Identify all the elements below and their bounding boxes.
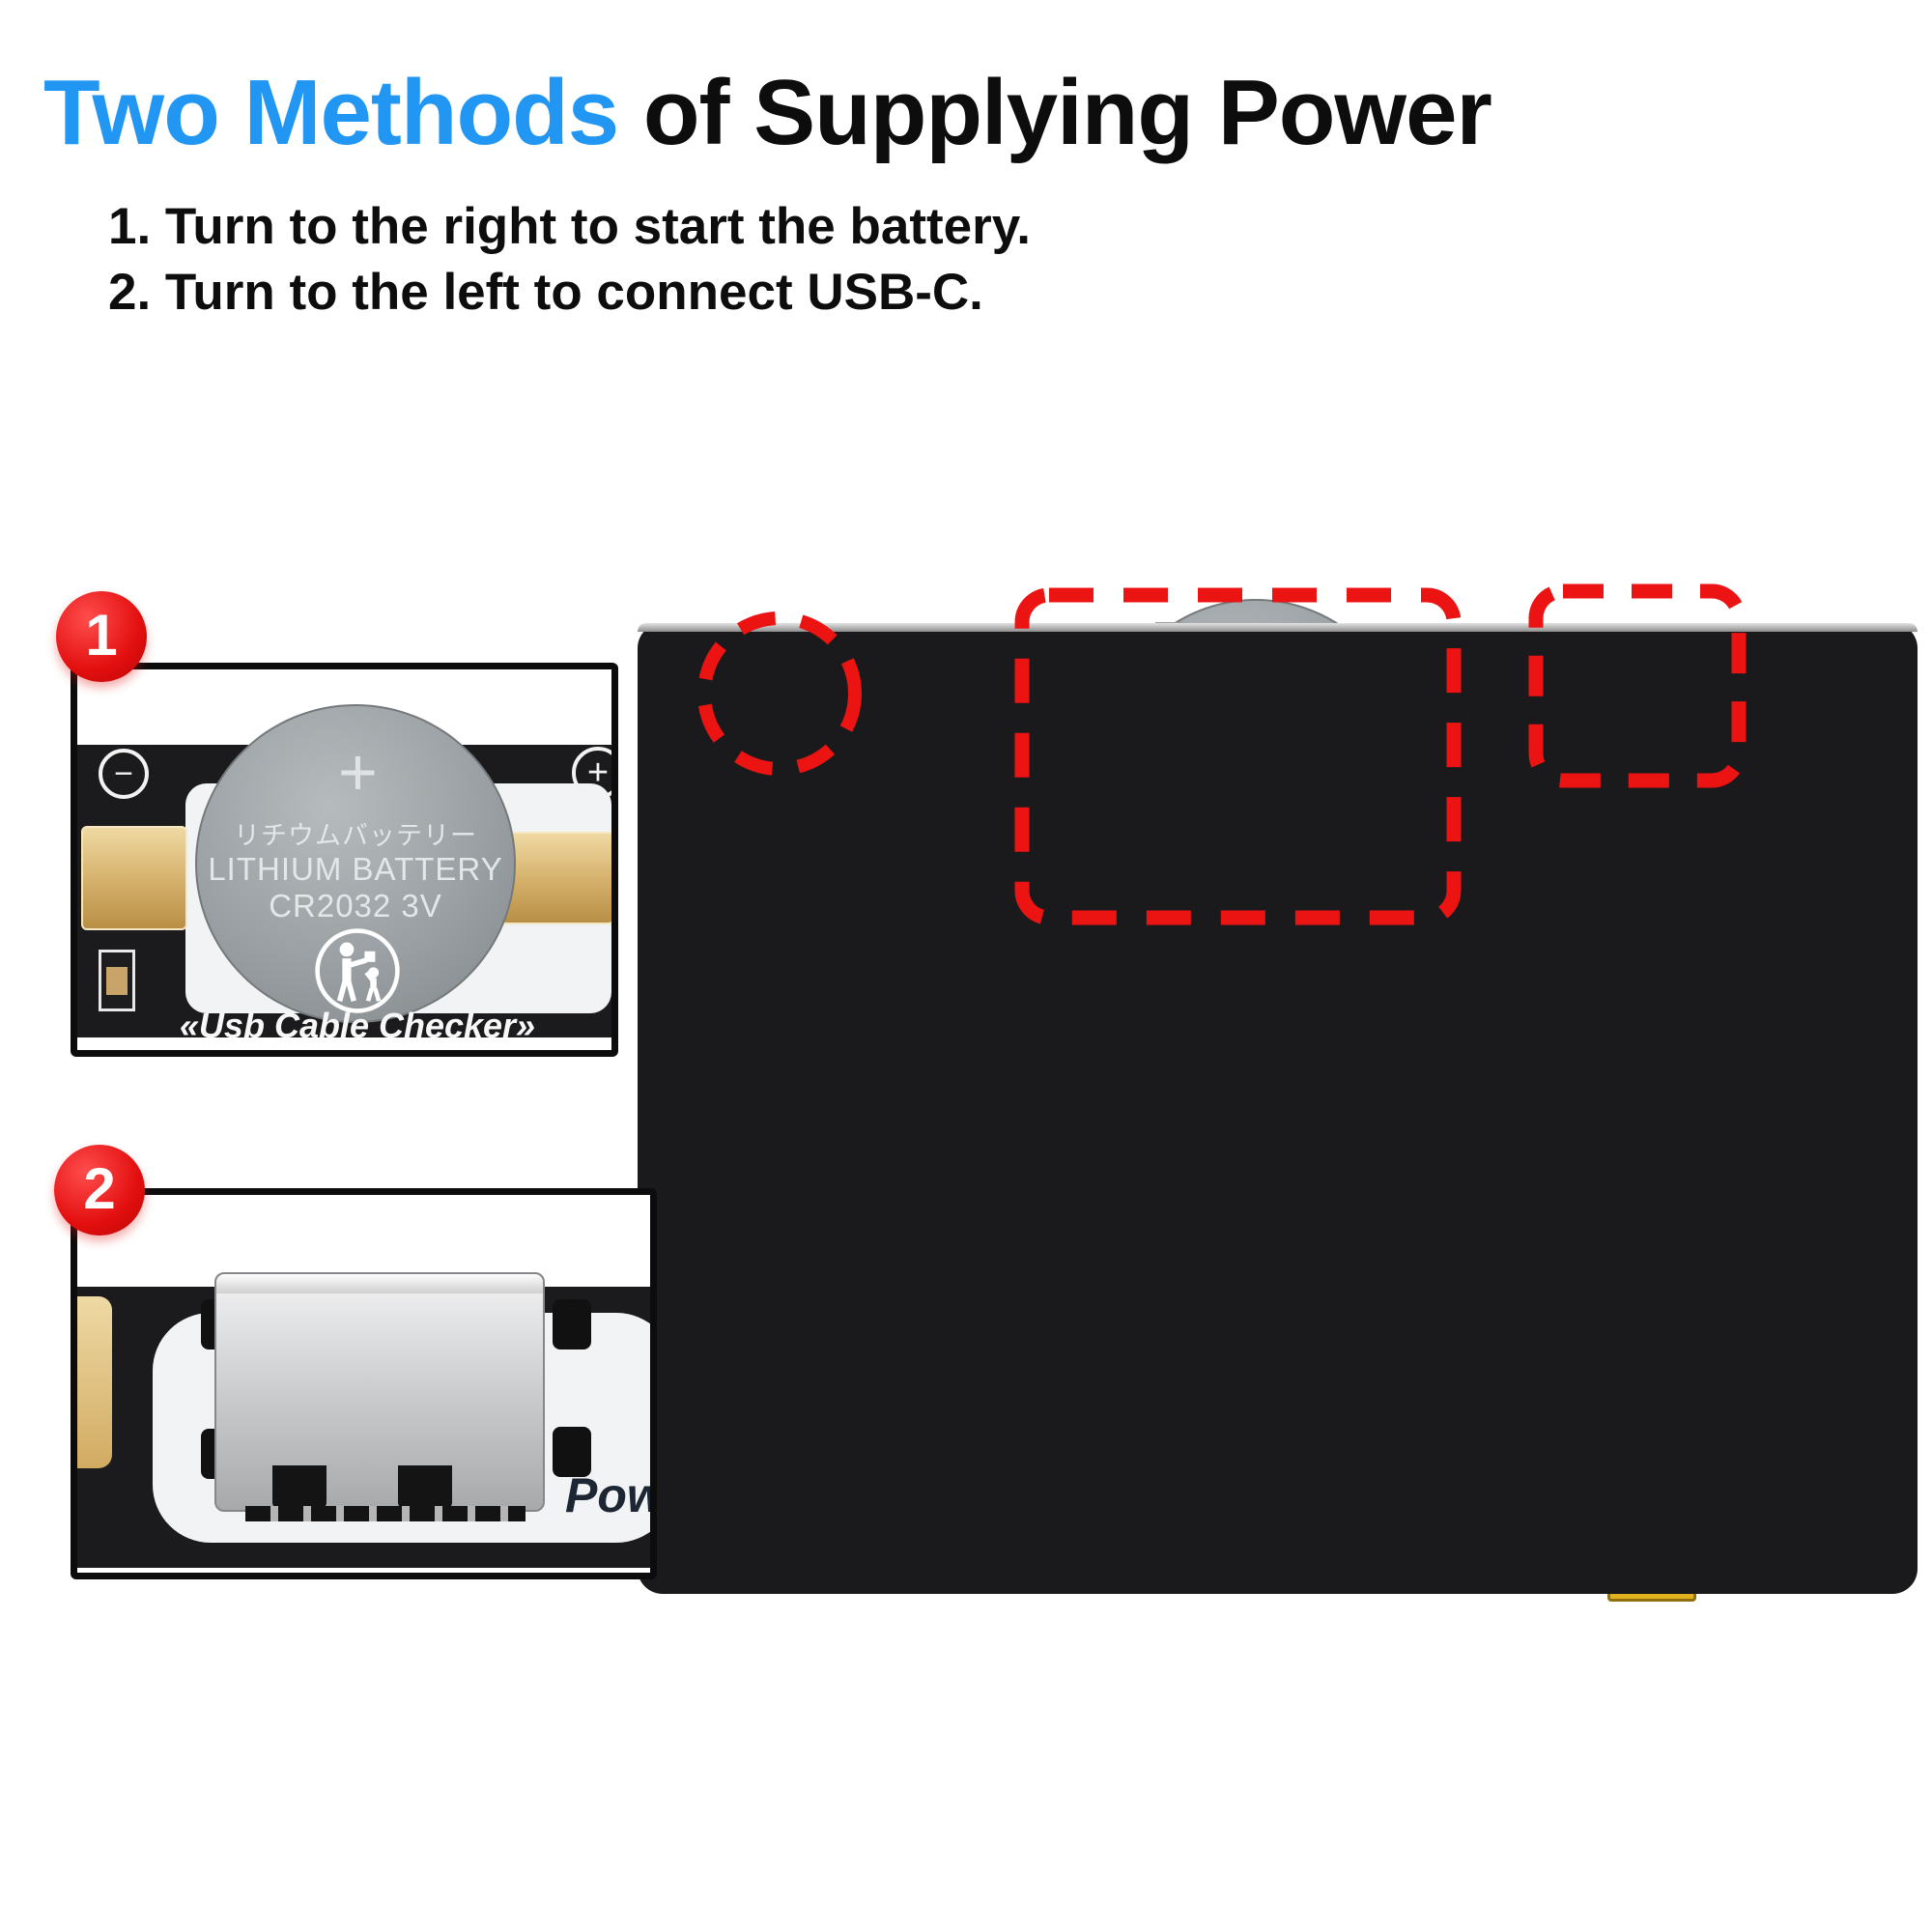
keep-away-from-children-icon [315,928,400,1013]
inset1-usb-cable-checker-text: «Usb Cable Checker» [179,1006,536,1045]
battery-clip-right [500,832,611,924]
inset-battery-closeup: − + + リチウムバッテリー LITHIUM BATTERY CR2032 3… [71,663,618,1057]
instruction-1: 1. Turn to the right to start the batter… [108,198,1032,255]
title-highlight: Two Methods [43,61,619,164]
usb-cable-checker-board [638,623,1918,1594]
gold-pad [77,1296,112,1468]
usbc-connector-body [214,1272,545,1521]
connector-peg [553,1427,591,1477]
plus-terminal-icon: + [572,747,611,799]
instruction-2: 2. Turn to the left to connect USB-C. [108,264,983,321]
connector-peg [553,1299,591,1350]
battery-plus-mark: + [338,734,378,810]
battery-text-jp: リチウムバッテリー [234,821,477,850]
battery-text-en: LITHIUM BATTERY [208,851,503,887]
inset2-power-in-partial: Power In [565,1468,650,1522]
minus-terminal-icon: − [99,749,149,799]
board-top-edge [638,623,1918,632]
inset-usbc-closeup: Power In [71,1188,657,1579]
title-rest: of Supplying Power [618,61,1492,164]
step-1-badge: 1 [56,591,147,682]
cr2032-battery: + リチウムバッテリー LITHIUM BATTERY CR2032 3V [195,704,516,1023]
step-2-badge: 2 [54,1145,145,1236]
battery-clip-left [81,826,187,930]
smd-component [99,950,135,1011]
page-title: Two Methods of Supplying Power [43,60,1492,166]
battery-text-model: CR2032 3V [269,888,442,923]
